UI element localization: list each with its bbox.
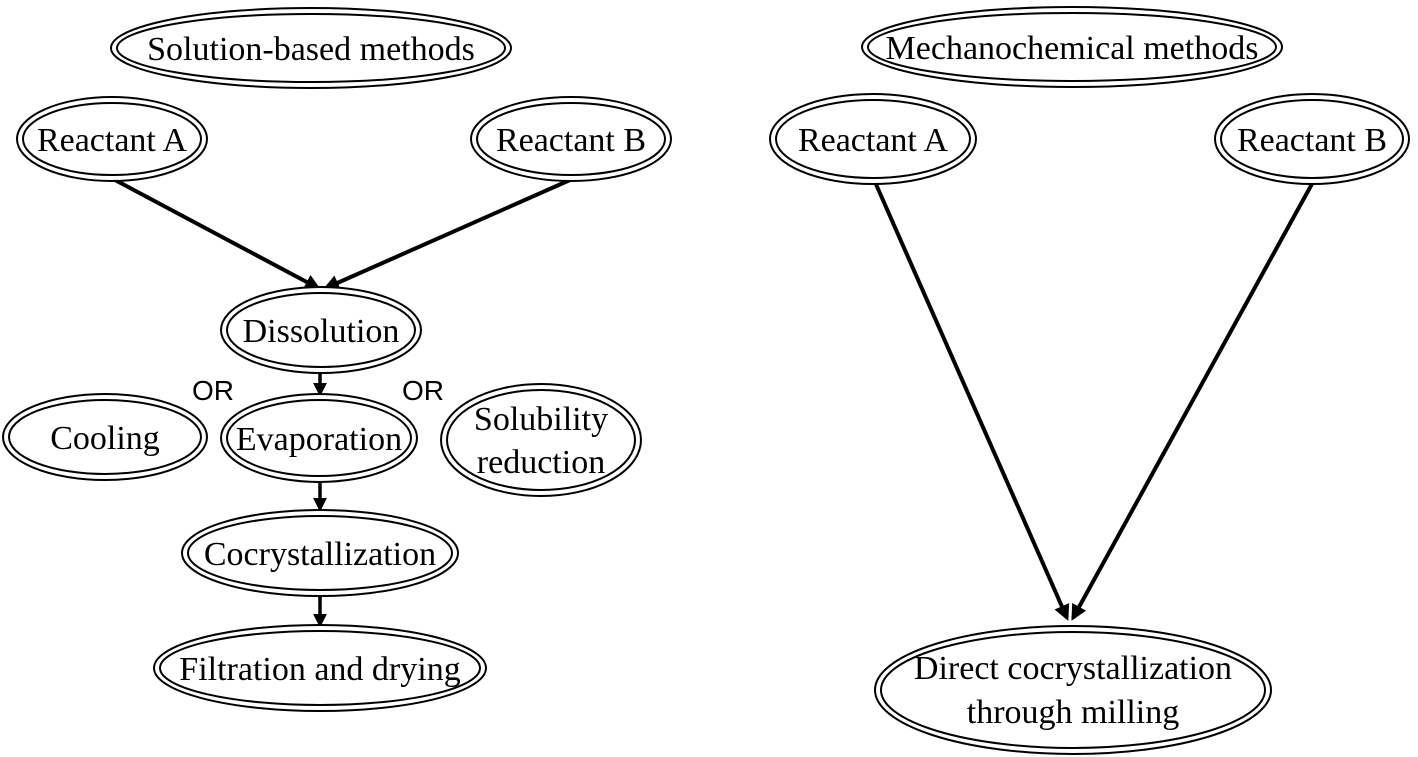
solubility-text-line2: reduction	[477, 444, 605, 481]
filtration-text: Filtration and drying	[179, 651, 460, 688]
edge-reactant-b-to-dissolution	[323, 178, 571, 291]
node-cooling: Cooling	[2, 393, 208, 481]
direct-cocrystallization-text-line2: through milling	[967, 694, 1180, 731]
node-cocrystallization: Cocrystallization	[181, 509, 459, 597]
mechanochemical-title-text: Mechanochemical methods	[886, 30, 1259, 67]
direct-cocrystallization-text-line1: Direct cocrystallization	[914, 650, 1232, 687]
dissolution-text: Dissolution	[243, 313, 400, 350]
node-solubility-reduction: Solubility reduction	[440, 383, 642, 497]
node-reactant-a-right: Reactant A	[769, 93, 977, 185]
node-solution-title: Solution-based methods	[110, 7, 512, 89]
node-mechanochemical-title: Mechanochemical methods	[861, 6, 1283, 88]
reactant-a-right-text: Reactant A	[798, 122, 949, 159]
node-evaporation: Evaporation	[220, 393, 418, 483]
solution-title-text: Solution-based methods	[147, 31, 475, 68]
evaporation-text: Evaporation	[236, 421, 402, 458]
or-label-right: OR	[402, 375, 444, 406]
reactant-a-left-text: Reactant A	[37, 122, 188, 159]
edge-mech-reactant-b-to-product	[1071, 181, 1315, 621]
solubility-text-line1: Solubility	[474, 401, 608, 438]
reactant-b-left-text: Reactant B	[496, 122, 646, 159]
node-dissolution: Dissolution	[220, 286, 422, 374]
node-filtration-drying: Filtration and drying	[153, 624, 487, 712]
node-reactant-b-left: Reactant B	[470, 96, 672, 182]
node-direct-cocrystallization: Direct cocrystallization through milling	[874, 625, 1272, 755]
or-label-left: OR	[192, 375, 234, 406]
node-reactant-b-right: Reactant B	[1214, 93, 1410, 185]
edge-mech-reactant-a-to-product	[873, 181, 1070, 621]
reactant-b-right-text: Reactant B	[1237, 122, 1387, 159]
edge-reactant-a-to-dissolution	[114, 178, 321, 290]
cooling-text: Cooling	[50, 420, 160, 457]
cocrystallization-text: Cocrystallization	[204, 536, 436, 573]
node-reactant-a-left: Reactant A	[16, 96, 208, 182]
